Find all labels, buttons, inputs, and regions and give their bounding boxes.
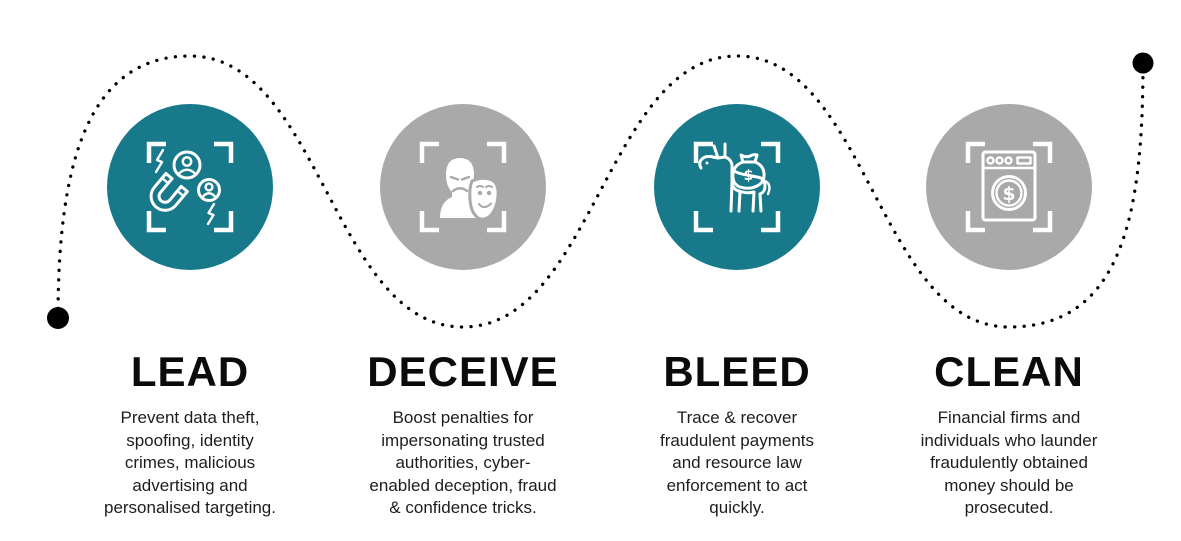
washing-machine-body [981,150,1037,222]
step-circle-clean: $ [926,104,1092,270]
angry-face-features [449,175,471,193]
machine-display-slot [1016,156,1032,165]
step-clean: CLEAN Financial firms and individuals wh… [887,350,1131,520]
step-description-clean: Financial firms and individuals who laun… [920,408,1098,517]
user-avatar-icon [197,178,221,202]
step-circle-bleed: $ [654,104,820,270]
step-title-deceive: DECEIVE [367,348,559,395]
machine-door-with-dollar: $ [991,175,1027,211]
magnet-icon [149,172,189,212]
mask-face-features [476,185,493,222]
man-holding-mask-icon [422,144,504,230]
step-circle-lead [107,104,273,270]
step-description-bleed: Trace & recover fraudulent payments and … [659,408,815,517]
step-title-clean: CLEAN [934,348,1084,395]
money-mule-donkey-icon: $ [696,144,778,230]
step-deceive: DECEIVE Boost penalties for impersonatin… [341,350,585,520]
step-description-deceive: Boost penalties for impersonating truste… [369,408,557,517]
lightning-bolt-icon [154,148,165,174]
step-title-lead: LEAD [130,348,250,395]
step-circle-deceive [380,104,546,270]
path-end-dot [1132,52,1154,74]
dollar-sign: $ [1002,183,1015,205]
step-title-bleed: BLEED [663,348,811,395]
lead-circle-background [107,104,273,270]
user-avatar-icon [172,150,202,180]
money-laundering-washing-machine-icon: $ [968,144,1050,230]
step-bleed: BLEED Trace & recover fraudulent payment… [615,350,859,520]
path-start-dot [47,307,69,329]
magnet-attracting-users-icon [145,144,231,230]
donkey-figure [698,142,771,213]
machine-knobs [986,156,1013,165]
step-description-lead: Prevent data theft, spoofing, identity c… [103,408,276,517]
lightning-bolt-icon [206,202,216,226]
step-lead: LEAD Prevent data theft, spoofing, ident… [68,350,312,520]
smiling-mask [468,176,500,221]
